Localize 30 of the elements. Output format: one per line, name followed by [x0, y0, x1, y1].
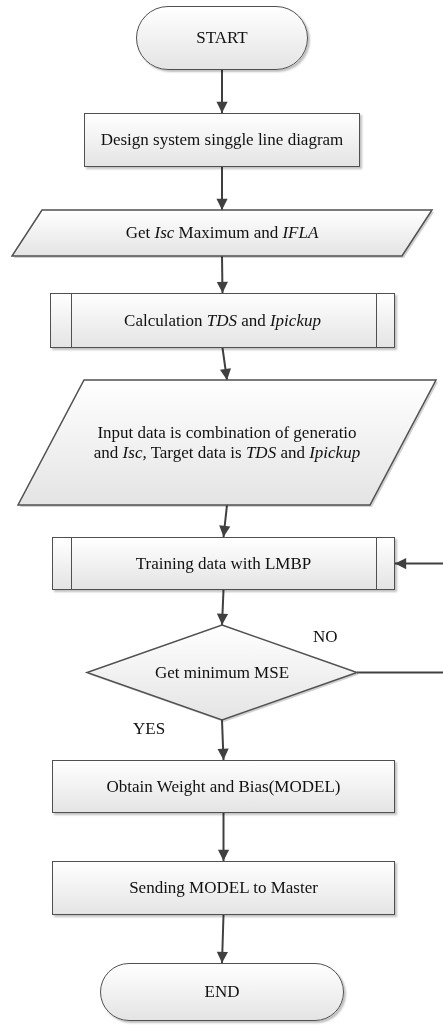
arrow: [216, 69, 228, 114]
arrow: [219, 504, 231, 538]
process-box: [52, 760, 395, 813]
node-text: Sending MODEL to Master: [129, 878, 318, 898]
arrow: [217, 812, 230, 862]
node-text: START: [196, 28, 248, 48]
decision-diamond: [87, 625, 357, 720]
node-text: Calculation TDS and Ipickup: [124, 310, 321, 331]
node-text: Training data with LMBP: [135, 553, 312, 574]
node-text: Obtain Weight and Bias(MODEL): [106, 776, 341, 797]
node-text: Input data is combination of generatio and Isc, Target data is TDS and Ipickup: [92, 422, 362, 463]
arrow: [216, 255, 228, 294]
arrow: [216, 589, 229, 626]
arrow: [217, 719, 229, 761]
node-text: Get minimum MSE: [154, 662, 290, 683]
node-text: Get Isc Maximum and IFLA: [125, 223, 319, 243]
node-text: END: [204, 982, 240, 1002]
arrow: [394, 557, 443, 570]
data-parallelogram: [12, 210, 432, 256]
arrow: [216, 166, 228, 211]
node-text: Design system singgle line diagram: [100, 130, 344, 150]
terminator-shape: [136, 6, 308, 70]
process-box: [84, 113, 360, 167]
arrow: [216, 914, 228, 964]
process-box: [52, 861, 395, 915]
arrow: [219, 347, 231, 381]
predefined-process-box: [50, 293, 395, 348]
terminator-shape: [100, 963, 344, 1021]
data-parallelogram: [18, 380, 436, 505]
predefined-process-box: [52, 537, 395, 590]
